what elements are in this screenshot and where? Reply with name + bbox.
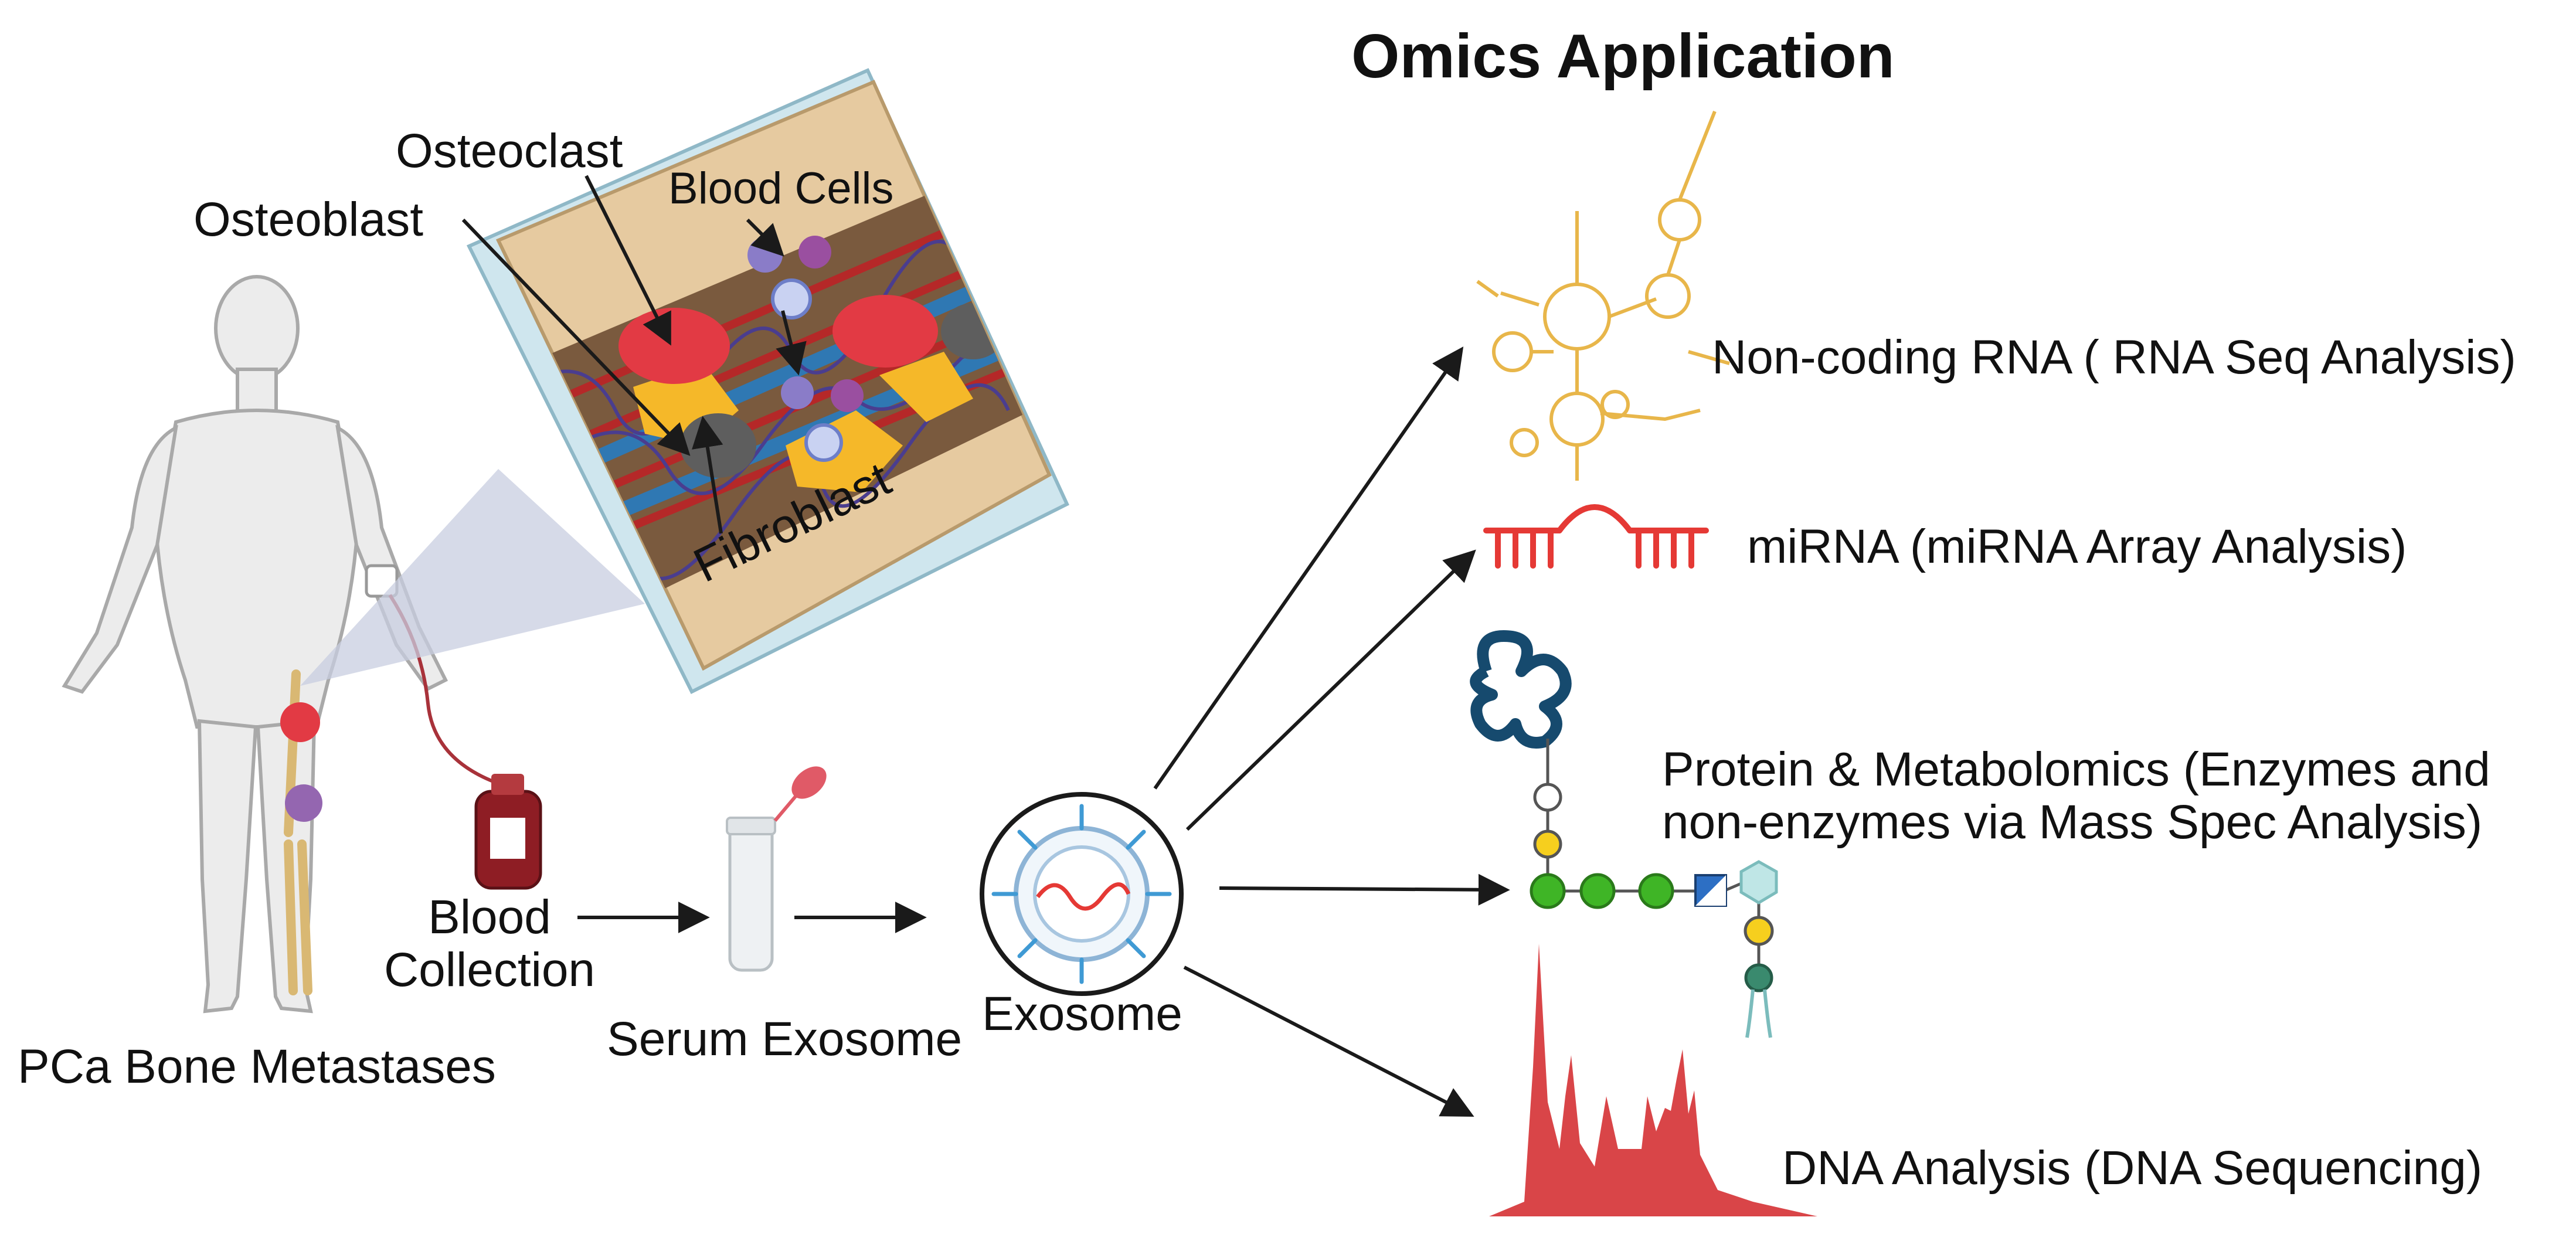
- right-arm: [62, 424, 178, 694]
- noncoding-rna-label: Non-coding RNA ( RNA Seq Analysis): [1712, 331, 2516, 384]
- blood-collection-line2: Collection: [383, 943, 596, 997]
- mirna-structure: [1483, 504, 1709, 569]
- protein-glycan: [1470, 630, 1778, 1038]
- dna-analysis-label: DNA Analysis (DNA Sequencing): [1782, 1141, 2483, 1195]
- leg-tumor-purple: [285, 784, 322, 822]
- protein-metabolomics-line1: Protein & Metabolomics (Enzymes and: [1662, 743, 2490, 796]
- left-arm: [335, 424, 448, 691]
- osteoclast-label: Osteoclast: [396, 124, 623, 178]
- protein-metabolomics-line2: non-enzymes via Mass Spec Analysis): [1662, 795, 2483, 849]
- zoom-cone: [300, 469, 645, 686]
- protein-metabolomics-label: Protein & Metabolomics (Enzymes and non-…: [1662, 743, 2490, 849]
- serum-exosome-label: Serum Exosome: [607, 1012, 963, 1066]
- exosome-label: Exosome: [982, 987, 1182, 1041]
- blood-cells-label: Blood Cells: [668, 164, 894, 213]
- serum-tube: [726, 766, 827, 972]
- exosome-vesicle: [980, 792, 1184, 996]
- leg-tumor-red: [280, 702, 320, 742]
- bone-pointer-arrows: [461, 175, 807, 534]
- patient-label: PCa Bone Metastases: [18, 1040, 496, 1093]
- workflow-arrows: [577, 346, 1510, 1117]
- osteoblast-label: Osteoblast: [193, 193, 423, 246]
- mirna-label: miRNA (miRNA Array Analysis): [1747, 520, 2407, 573]
- diagram-title: Omics Application: [1351, 22, 1895, 91]
- head: [214, 275, 300, 382]
- blood-bag: [474, 774, 542, 890]
- blood-collection-label: Blood Collection: [381, 890, 598, 997]
- neck: [236, 368, 278, 418]
- bone-section: [466, 68, 1069, 695]
- right-leg: [197, 719, 258, 1014]
- torso: [154, 409, 360, 729]
- blood-collection-line1: Blood: [428, 890, 551, 944]
- noncoding-rna-structure: [1476, 110, 1730, 481]
- dna-chromatogram: [1489, 944, 1817, 1216]
